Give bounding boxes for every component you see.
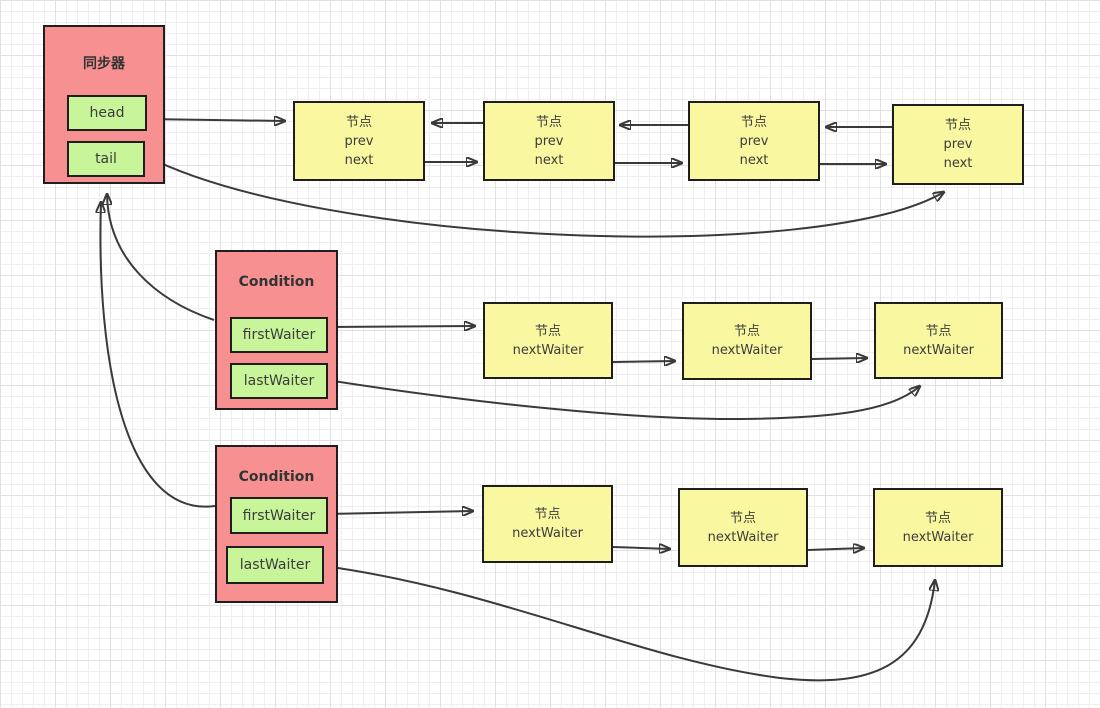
node-line: prev [943,137,973,152]
node-line: 节点 [924,510,951,526]
node-line: nextWaiter [707,529,779,545]
queue-node-2: 节点 prev next [483,101,615,181]
node-line: prev [739,133,769,149]
node-line: next [344,152,374,168]
edge-lastwaiter2-to-bnode3 [323,565,935,682]
condition1-title: Condition [238,274,315,290]
edge-firstwaiter2-to-bnode1 [326,511,473,514]
condition1-box: Condition firstWaiter lastWaiter [215,250,338,410]
condition2-box: Condition firstWaiter lastWaiter [215,445,338,603]
node-line: prev [344,133,374,149]
node-line: 节点 [740,114,767,130]
waiter2-node-1: 节点 nextWaiter [482,485,613,563]
queue-node-3: 节点 prev next [688,101,820,181]
node-line: nextWaiter [902,529,974,545]
node-line: nextWaiter [512,526,583,541]
waiter2-node-3: 节点 nextWaiter [873,488,1003,567]
edge-wnode1-wnode2 [612,361,675,362]
edge-lastwaiter1-to-wnode3 [326,379,920,421]
node-line: 节点 [534,323,561,339]
edge-condition1-to-sync [107,194,215,321]
queue-node-1: 节点 prev next [293,101,425,181]
node-line: next [739,152,769,168]
head-pointer: head [67,95,147,131]
node-line: 节点 [733,324,760,339]
synchronizer-title: 同步器 [83,56,125,72]
condition2-title: Condition [238,469,315,485]
node-line: nextWaiter [711,343,783,358]
node-line: next [534,152,564,168]
tail-pointer: tail [67,141,145,177]
node-line: prev [534,133,564,149]
edge-wnode2-wnode3 [811,358,867,359]
waiter1-node-1: 节点 nextWaiter [483,302,613,379]
node-line: 节点 [534,507,561,522]
edge-firstwaiter1-to-wnode1 [326,326,475,327]
node-line: nextWaiter [903,342,974,358]
condition1-firstwaiter-pointer: firstWaiter [230,317,328,353]
node-line: 节点 [944,118,971,133]
waiter2-node-2: 节点 nextWaiter [678,488,808,567]
node-line: 节点 [345,114,372,130]
waiter1-node-3: 节点 nextWaiter [874,302,1003,379]
node-line: 节点 [535,114,562,130]
node-line: nextWaiter [512,342,584,358]
condition1-lastwaiter-pointer: lastWaiter [230,363,328,399]
queue-node-4: 节点 prev next [892,104,1024,185]
waiter1-node-2: 节点 nextWaiter [682,302,812,380]
node-line: 节点 [925,323,952,339]
edge-tail-to-node4 [145,155,944,238]
node-line: 节点 [729,510,756,526]
condition2-firstwaiter-pointer: firstWaiter [230,497,328,534]
edge-condition2-to-sync [100,202,216,508]
node-line: next [943,156,973,171]
edge-head-to-node1 [144,119,285,121]
synchronizer-box: 同步器 head tail [43,25,165,184]
edge-bnode1-bnode2 [612,547,670,549]
edge-bnode2-bnode3 [807,548,864,550]
condition2-lastwaiter-pointer: lastWaiter [226,546,324,584]
